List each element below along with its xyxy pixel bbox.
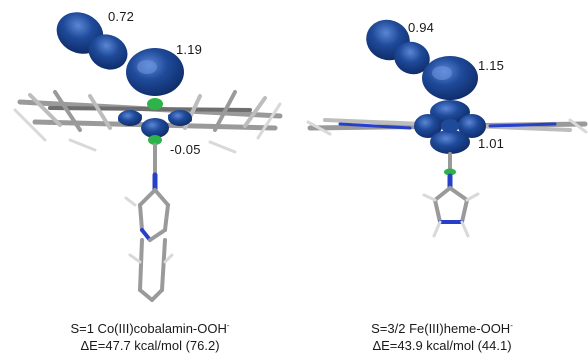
heme-caption-line2: ΔE=43.9 kcal/mol (44.1): [372, 338, 512, 353]
spin-value-o-proximal-heme: 1.15: [478, 58, 505, 73]
co-equatorial-spin: [118, 98, 192, 145]
spin-value-co: -0.05: [170, 142, 201, 157]
heme-caption: S=3/2 Fe(III)heme-OOH- ΔE=43.9 kcal/mol …: [312, 320, 572, 354]
o2-spin-lobes: [56, 12, 128, 70]
co-o-spin-lobe: [126, 48, 184, 96]
heme-panel: 0.94 1.15 1.01 S=3/2 Fe(III)heme-OOH- ΔE…: [300, 0, 588, 356]
cobalamin-molecule-render: [13, 12, 283, 302]
axial-imidazole: [422, 152, 480, 238]
spin-value-o2-terminal-heme: 0.94: [408, 20, 435, 35]
o2-spin-lobes-heme: [366, 19, 430, 75]
spin-value-o-proximal: 1.19: [176, 42, 203, 57]
axial-base: [124, 143, 174, 302]
spin-value-fe: 1.01: [478, 136, 505, 151]
heme-molecule-render: [306, 19, 588, 238]
heme-caption-line1: S=3/2 Fe(III)heme-OOH-: [371, 321, 513, 336]
spin-value-o2-terminal: 0.72: [108, 9, 135, 24]
fe-o-spin-lobe: [422, 56, 478, 100]
cobalamin-caption-line2: ΔE=47.7 kcal/mol (76.2): [80, 338, 220, 353]
fe-d-orbital-spin: [414, 100, 486, 154]
cobalamin-caption-line1: S=1 Co(III)cobalamin-OOH-: [70, 321, 230, 336]
cobalamin-caption: S=1 Co(III)cobalamin-OOH- ΔE=47.7 kcal/m…: [20, 320, 280, 354]
cobalamin-panel: 0.72 1.19 -0.05 S=1 Co(III)cobalamin-OOH…: [13, 9, 283, 354]
